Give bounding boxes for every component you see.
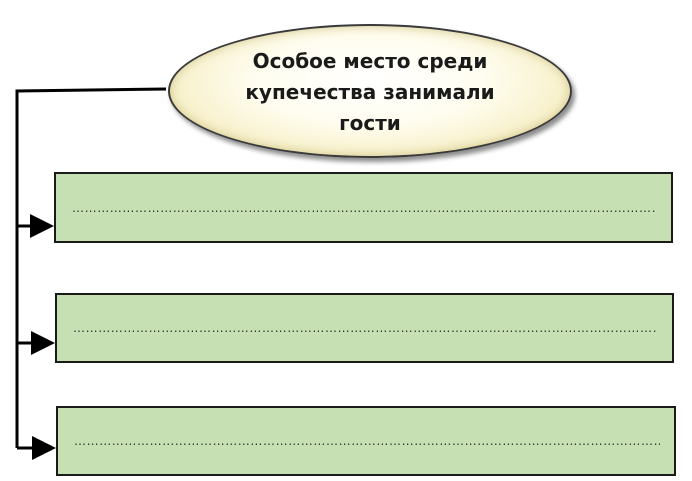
answer-box-1[interactable]: …………………………………………………………………………………………………………… [54,172,673,243]
main-connector-line [15,87,167,448]
answer-placeholder-1[interactable]: …………………………………………………………………………………………………………… [72,200,657,215]
answer-placeholder-2[interactable]: …………………………………………………………………………………………………………… [73,321,658,335]
answer-placeholder-3[interactable]: …………………………………………………………………………………………………………… [74,434,660,448]
title-line-1: Особое место среди [252,48,488,73]
answer-box-2[interactable]: …………………………………………………………………………………………………………… [55,293,674,363]
title-ellipse: Особое место среди купечества занимали г… [168,24,572,158]
title-line-3: гости [339,110,401,135]
title-line-2: купечества занимали [245,79,495,104]
title-text: Особое место среди купечества занимали г… [220,46,520,139]
answer-box-3[interactable]: …………………………………………………………………………………………………………… [56,406,676,476]
